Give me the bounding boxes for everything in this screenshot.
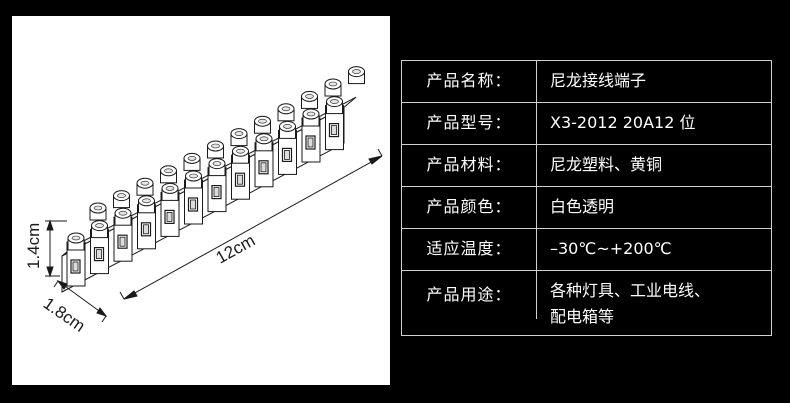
spec-value-line: 尼龙塑料、黄铜 (550, 155, 663, 174)
spec-value: 各种灯具、工业电线、配电箱等 (550, 278, 767, 330)
dimension-height-line (45, 219, 67, 278)
screw-slot (330, 99, 339, 104)
spec-value: X3-2012 20A12 位 (550, 103, 767, 143)
wire-entry-slot (119, 236, 126, 247)
screw-slot (352, 69, 361, 74)
spec-key: 产品材料： (402, 145, 537, 186)
spec-value: 尼龙接线端子 (550, 61, 767, 101)
spec-key: 产品型号： (402, 103, 537, 144)
screw-slot (71, 235, 81, 241)
screw-slot (142, 198, 151, 204)
spec-value-line: 白色透明 (550, 197, 615, 216)
screw-slot (281, 106, 291, 112)
dimension-depth-label: 1.8cm (40, 294, 89, 336)
wire-entry-slot (307, 137, 314, 148)
spec-value-line: 各种灯具、工业电线、 (550, 281, 711, 300)
terminal-block-body (61, 66, 365, 293)
wire-entry-slot (190, 199, 196, 210)
spec-key: 产品颜色： (402, 187, 537, 228)
screw-slot (328, 81, 338, 87)
wire-entry-slot (260, 162, 267, 173)
dimension-length-line (119, 148, 383, 300)
screw-slot (306, 111, 316, 117)
product-image-panel: 12cm 1.4cm 1.8cm (12, 16, 390, 385)
spec-value: –30℃~+200℃ (550, 229, 767, 269)
screw-slot (165, 186, 175, 191)
screw-slot (187, 156, 197, 161)
spec-row: 产品名称： 尼龙接线端子 (402, 61, 771, 103)
terminal-block-illustration: 12cm 1.4cm 1.8cm (24, 66, 383, 336)
screw-slot (236, 148, 245, 154)
screw-slot (258, 118, 267, 124)
spec-row: 产品颜色： 白色透明 (402, 187, 771, 229)
spec-table: 产品名称： 尼龙接线端子产品型号： X3-2012 20A12 位产品材料： 尼龙塑料… (401, 60, 772, 336)
screw-slot (93, 205, 103, 211)
wire-entry-slot (213, 187, 220, 198)
spec-key: 适应温度： (402, 229, 537, 270)
spec-value-line: 配电箱等 (550, 307, 615, 326)
screw-slot (140, 180, 150, 186)
wire-entry-slot (331, 125, 337, 135)
spec-value-line: X3-2012 20A12 位 (550, 113, 696, 132)
screw-slot (234, 131, 244, 136)
screw-slot (164, 168, 173, 174)
screw-slot (95, 223, 104, 228)
dimension-depth-line (53, 280, 108, 323)
spec-key: 产品名称： (402, 61, 537, 102)
dimension-length-label: 12cm (213, 231, 259, 268)
screw-slot (117, 193, 126, 198)
screw-slot (259, 136, 269, 142)
screw-slot (212, 161, 222, 166)
wire-entry-slot (96, 249, 102, 260)
spec-value-line: –30℃~+200℃ (550, 239, 672, 258)
wire-entry-slot (284, 149, 290, 160)
wire-entry-slot (166, 211, 173, 222)
spec-value: 白色透明 (550, 187, 767, 227)
spec-value-line: 尼龙接线端子 (550, 71, 647, 90)
spec-value: 尼龙塑料、黄铜 (550, 145, 767, 185)
screw-slot (118, 210, 128, 216)
wire-entry-slot (143, 224, 149, 235)
spec-key: 产品用途： (402, 271, 537, 319)
wire-entry-slot (72, 261, 79, 272)
screw-slot (211, 143, 220, 149)
spec-row: 适应温度： –30℃~+200℃ (402, 229, 771, 271)
dimension-height-label: 1.4cm (24, 223, 43, 269)
screw-slot (189, 173, 198, 179)
screw-slot (283, 124, 292, 129)
screw-slot (305, 94, 314, 99)
spec-row: 产品材料： 尼龙塑料、黄铜 (402, 145, 771, 187)
spec-row: 产品型号： X3-2012 20A12 位 (402, 103, 771, 145)
spec-row: 产品用途： 各种灯具、工业电线、配电箱等 (402, 271, 771, 335)
wire-entry-slot (237, 174, 243, 185)
